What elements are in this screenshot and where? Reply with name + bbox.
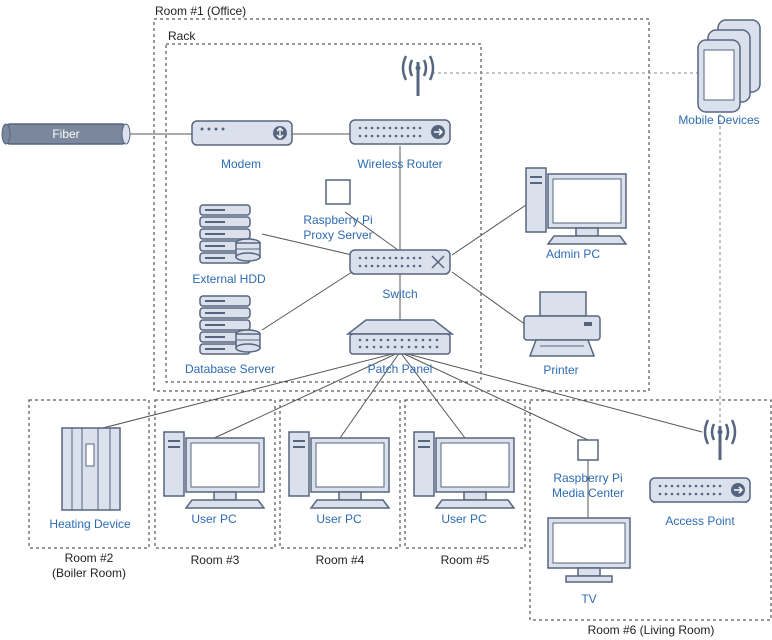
modem-icon <box>191 120 293 146</box>
room5-label: Room #5 <box>441 553 490 567</box>
rack-label: Rack <box>168 29 196 43</box>
room3-label: Room #3 <box>191 553 240 567</box>
mobile-devices-icon <box>697 19 761 113</box>
wireless-router-label: Wireless Router <box>357 157 442 171</box>
access-point-label: Access Point <box>665 514 735 528</box>
switch-icon <box>349 249 451 275</box>
external-hdd-label: External HDD <box>192 272 266 286</box>
rack-box <box>165 43 482 383</box>
access-point-antenna-icon <box>703 418 737 462</box>
tv-icon <box>547 517 631 583</box>
external-hdd-icon <box>199 204 261 264</box>
patch-panel-icon <box>345 319 455 355</box>
wireless-router-icon <box>349 119 451 145</box>
room6-box <box>529 399 772 621</box>
user-pc-room4-label: User PC <box>316 512 362 526</box>
modem-label: Modem <box>221 157 261 171</box>
patch-panel-label: Patch Panel <box>368 362 433 376</box>
rpi-proxy-label-line2: Proxy Server <box>303 228 372 242</box>
printer-icon <box>523 291 601 357</box>
user-pc-room3-label: User PC <box>191 512 237 526</box>
rpi-proxy-label-line1: Raspberry Pi <box>303 213 372 227</box>
room2-label-line2: (Boiler Room) <box>52 566 126 580</box>
switch-label: Switch <box>382 287 417 301</box>
user-pc-room5-label: User PC <box>441 512 487 526</box>
room3-box <box>154 399 276 549</box>
rpi-media-label-line1: Raspberry Pi <box>553 471 622 485</box>
room5-box <box>404 399 526 549</box>
access-point-icon <box>649 477 751 503</box>
heating-device-icon <box>61 427 121 511</box>
raspberry-pi-media-icon <box>577 439 599 461</box>
room-office-box <box>153 18 650 392</box>
database-server-icon <box>199 295 261 355</box>
room-office-label: Room #1 (Office) <box>155 4 246 18</box>
heating-device-label: Heating Device <box>49 517 131 531</box>
user-pc-icon <box>163 431 265 509</box>
room4-box <box>279 399 401 549</box>
connections <box>94 72 721 520</box>
admin-pc-label: Admin PC <box>546 247 600 261</box>
printer-label: Printer <box>543 363 578 377</box>
fiber-icon <box>1 123 131 145</box>
fiber-label: Fiber <box>52 127 79 141</box>
mobile-devices-label: Mobile Devices <box>678 113 759 127</box>
rpi-media-label-line2: Media Center <box>552 486 624 500</box>
admin-pc-icon <box>525 167 627 245</box>
room2-label-line1: Room #2 <box>65 551 114 565</box>
router-antenna-icon <box>401 54 435 98</box>
user-pc-icon <box>288 431 390 509</box>
tv-label: TV <box>581 592 596 606</box>
room4-label: Room #4 <box>316 553 365 567</box>
raspberry-pi-proxy-icon <box>325 179 351 205</box>
room2-box <box>28 399 150 549</box>
database-server-label: Database Server <box>185 362 275 376</box>
user-pc-icon <box>413 431 515 509</box>
room6-label: Room #6 (Living Room) <box>588 623 715 637</box>
